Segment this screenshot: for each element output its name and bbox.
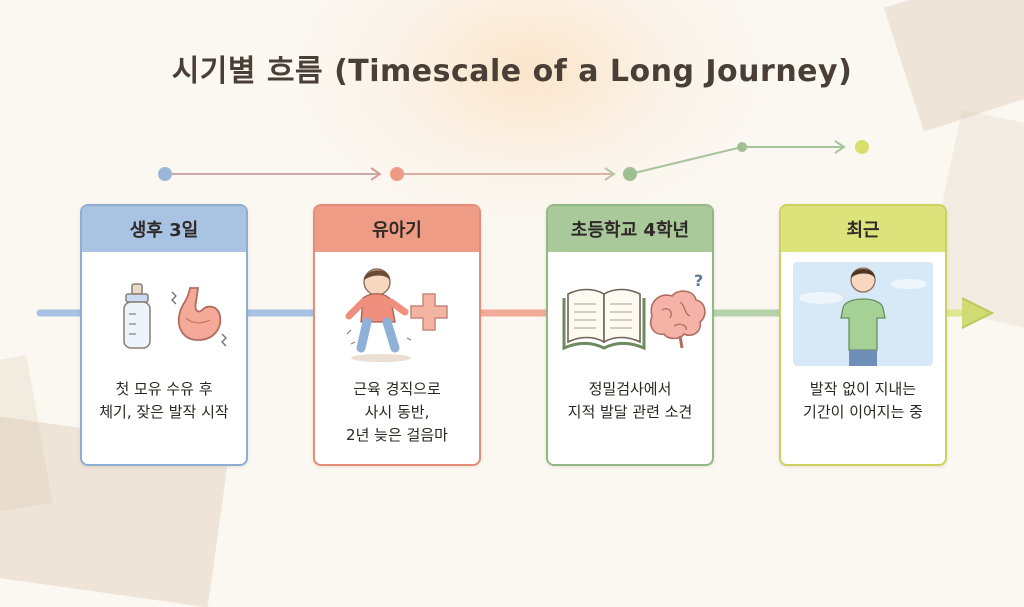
stage-header: 초등학교 4학년 bbox=[548, 206, 712, 252]
stage-header: 생후 3일 bbox=[82, 206, 246, 252]
page-title: 시기별 흐름 (Timescale of a Long Journey) bbox=[171, 54, 853, 89]
stage-card-recent: 최근 발작 없이 지내는 기간이 이어지는 중 bbox=[779, 204, 947, 466]
timeline-arrowhead bbox=[962, 298, 992, 328]
child-portrait-icon bbox=[793, 262, 933, 366]
baby-bottle-icon bbox=[123, 283, 151, 349]
stage-card-newborn: 생후 3일 첫 모유 수유 후 체기, 잦은 발작 시작 bbox=[80, 204, 248, 466]
stomach-icon bbox=[171, 287, 227, 347]
stage-illustration: ? bbox=[562, 271, 706, 351]
svg-text:?: ? bbox=[694, 271, 703, 290]
stage-description: 정밀검사에서 지적 발달 관련 소견 bbox=[567, 380, 693, 421]
top-dot-lime bbox=[855, 140, 869, 154]
top-arrow-3 bbox=[834, 140, 846, 154]
top-dot-red bbox=[390, 167, 404, 181]
stage-illustration bbox=[793, 262, 933, 366]
top-arrow-2 bbox=[604, 167, 616, 181]
medical-cross-icon bbox=[410, 293, 448, 331]
stage-header: 유아기 bbox=[315, 206, 479, 252]
arrowhead-outline bbox=[961, 297, 995, 329]
stage-card-elementary: 초등학교 4학년 ? 정밀검사에서 지적 발달 관련 소견 bbox=[546, 204, 714, 466]
top-dot-blue bbox=[158, 167, 172, 181]
stage-header: 최근 bbox=[781, 206, 945, 252]
stage-description: 발작 없이 지내는 기간이 이어지는 중 bbox=[803, 380, 923, 421]
toddler-walking-icon bbox=[345, 268, 412, 362]
open-book-icon bbox=[562, 288, 646, 351]
stage-description: 근육 경직으로 사시 동반, 2년 늦은 걸음마 bbox=[346, 380, 448, 444]
stage-illustration bbox=[345, 268, 448, 362]
top-line-3 bbox=[629, 146, 743, 175]
top-dot-green bbox=[623, 167, 637, 181]
stage-illustration bbox=[123, 283, 227, 349]
brain-icon: ? bbox=[649, 271, 706, 349]
stage-card-infancy: 유아기 근육 경직으로 사시 동반, 2년 늦은 걸음마 bbox=[313, 204, 481, 466]
stage-description: 첫 모유 수유 후 체기, 잦은 발작 시작 bbox=[99, 380, 229, 421]
top-arrow-1 bbox=[370, 167, 382, 181]
